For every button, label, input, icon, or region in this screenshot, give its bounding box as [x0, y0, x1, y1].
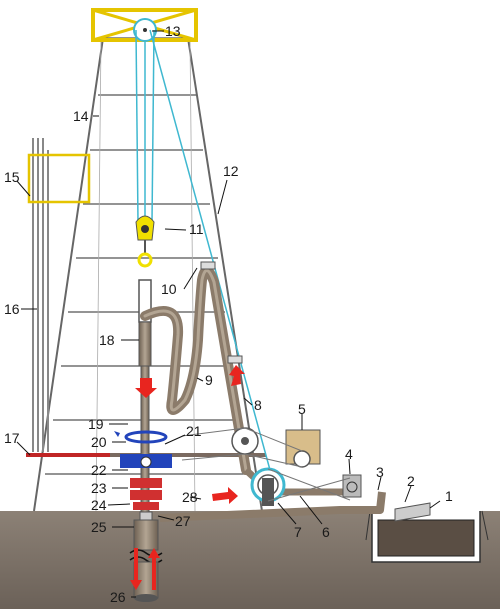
label-9: 9	[205, 372, 213, 388]
mud-pump	[181, 427, 362, 506]
hose-clamp-upper	[200, 261, 216, 270]
callout-labels: 1 2 3 4 5 6 7 8 9 10 11 12 13 14 15 16 1…	[4, 23, 453, 605]
label-17: 17	[4, 430, 20, 446]
hose-clamp-lower	[227, 355, 243, 364]
label-5: 5	[298, 401, 306, 417]
flow-arrows	[130, 365, 245, 590]
label-8: 8	[254, 397, 262, 413]
label-14: 14	[73, 108, 89, 124]
mud-pit-liquid	[377, 519, 475, 557]
label-10: 10	[161, 281, 177, 297]
shale-shaker	[394, 502, 431, 522]
label-20: 20	[91, 434, 107, 450]
label-11: 11	[189, 221, 204, 237]
label-19: 19	[88, 416, 104, 432]
kelly-assembly	[138, 279, 152, 527]
rotary-hose-highlight	[143, 269, 248, 472]
mud-return-line	[159, 491, 386, 522]
label-1: 1	[445, 488, 453, 504]
leader-lines	[16, 30, 441, 598]
hoist-cables	[135, 29, 271, 471]
label-3: 3	[376, 464, 384, 480]
label-21: 21	[186, 423, 202, 439]
label-15: 15	[4, 169, 20, 185]
rotary-table	[114, 430, 172, 468]
label-18: 18	[99, 332, 115, 348]
label-22: 22	[91, 462, 107, 478]
label-6: 6	[322, 524, 330, 540]
traveling-hook	[135, 215, 155, 268]
label-12: 12	[223, 163, 239, 179]
label-25: 25	[91, 519, 107, 535]
pit-stakes	[365, 510, 489, 541]
label-27: 27	[175, 513, 191, 529]
label-13: 13	[165, 23, 181, 39]
pipe-rack	[27, 138, 91, 452]
label-26: 26	[110, 589, 126, 605]
ground	[0, 511, 500, 609]
label-16: 16	[4, 301, 20, 317]
label-7: 7	[294, 524, 302, 540]
label-23: 23	[91, 480, 107, 496]
label-28: 28	[182, 489, 198, 505]
crown-block	[91, 8, 198, 42]
label-2: 2	[407, 473, 415, 489]
label-24: 24	[91, 497, 107, 513]
label-4: 4	[345, 446, 353, 462]
